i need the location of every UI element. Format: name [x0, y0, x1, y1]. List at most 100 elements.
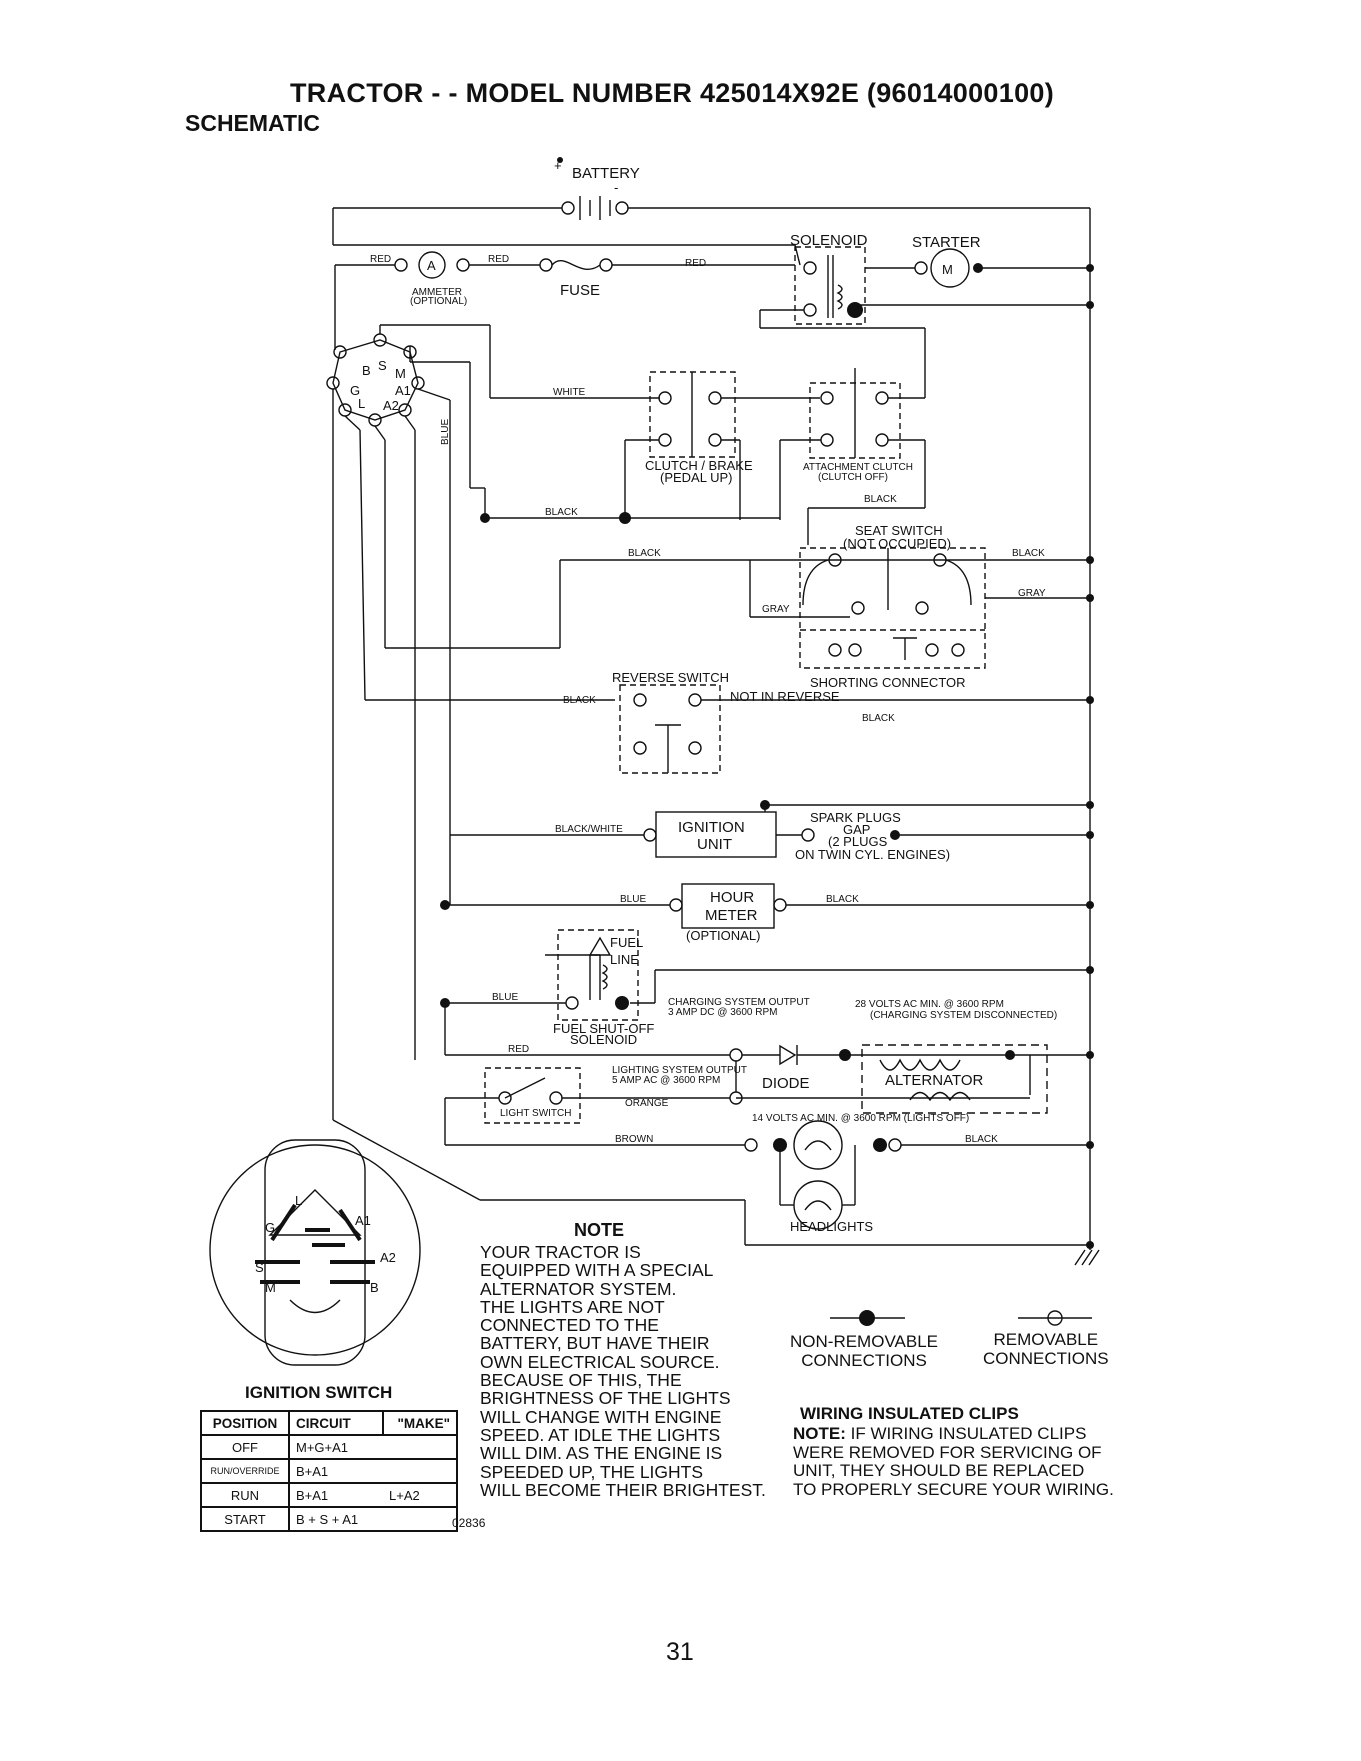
ignition-switch-table: POSITION CIRCUIT "MAKE" OFF M+G+A1 RUN/O… — [200, 1410, 458, 1532]
wire-gray-1: GRAY — [1018, 588, 1046, 599]
headlights — [744, 1120, 1090, 1230]
cell-make: L+A2 — [383, 1482, 458, 1508]
ignition-switch-title: IGNITION SWITCH — [245, 1383, 393, 1402]
clips-title: WIRING INSULATED CLIPS — [800, 1404, 1019, 1423]
shorting-connector-label: SHORTING CONNECTOR — [810, 675, 966, 690]
hour-meter-label-2: METER — [705, 907, 758, 924]
fuel-shutoff-label: FUEL SHUT-OFF — [553, 1021, 654, 1036]
cell-circuit: B + S + A1 — [288, 1506, 458, 1532]
wire-red-4: RED — [508, 1044, 529, 1055]
note-title: NOTE — [574, 1220, 625, 1240]
two-plugs-label: (2 PLUGS — [828, 834, 888, 849]
wire-blue-3: BLUE — [492, 992, 518, 1003]
cell-circuit: B+A1 — [288, 1458, 458, 1484]
charging-disc-label: (CHARGING SYSTEM DISCONNECTED) — [870, 1010, 1057, 1021]
table-header-row: POSITION CIRCUIT "MAKE" — [200, 1410, 458, 1436]
battery-plus: + — [554, 158, 562, 173]
wire-black-6: BLACK — [862, 713, 895, 724]
wire-black-8: BLACK — [965, 1134, 998, 1145]
cell-position: START — [200, 1506, 290, 1532]
wire-white: WHITE — [553, 387, 586, 398]
face-g: G — [265, 1220, 275, 1235]
terminal-a2: A2 — [383, 398, 399, 413]
table-row: OFF M+G+A1 — [200, 1434, 458, 1460]
clips-note-label: NOTE: — [793, 1424, 846, 1443]
line-label: LINE — [610, 952, 639, 967]
wire-black-5: BLACK — [563, 695, 596, 706]
face-a1: A1 — [355, 1213, 371, 1228]
legend-removable: REMOVABLE CONNECTIONS — [983, 1330, 1109, 1368]
terminal-m: M — [395, 366, 406, 381]
clips-body: NOTE: IF WIRING INSULATED CLIPS WERE REM… — [793, 1424, 1173, 1499]
terminal-labels: B S M G L A1 A2 G L A1 A2 S M B — [255, 358, 411, 1295]
solenoid-label: SOLENOID — [790, 232, 868, 249]
charging-system — [444, 1003, 1090, 1114]
seat-switch-sub: (NOT OCCUPIED) — [843, 536, 951, 551]
light-switch — [444, 1067, 745, 1146]
black-wire-lines — [485, 517, 1090, 648]
fuel-label: FUEL — [610, 935, 643, 950]
fuel-shutoff-solenoid — [445, 929, 1090, 1021]
charging-output-label: CHARGING SYSTEM OUTPUT — [668, 997, 810, 1008]
wire-blue-1: BLUE — [440, 419, 451, 445]
wire-blue-2: BLUE — [620, 894, 646, 905]
wire-black-3: BLACK — [628, 548, 661, 559]
terminal-a1: A1 — [395, 383, 411, 398]
spark-plugs-label: SPARK PLUGS — [810, 810, 901, 825]
charging-amp-label: 3 AMP DC @ 3600 RPM — [668, 1007, 777, 1018]
table-row: RUN/OVERRIDE B+A1 — [200, 1458, 458, 1484]
wire-brown: BROWN — [615, 1134, 653, 1145]
lighting-amp-label: 5 AMP AC @ 3600 RPM — [612, 1075, 720, 1086]
seat-switch — [799, 547, 1090, 669]
face-b: B — [370, 1280, 379, 1295]
ammeter-a: A — [427, 258, 436, 273]
not-in-reverse-label: NOT IN REVERSE — [730, 689, 840, 704]
wire-black-2: BLACK — [864, 494, 897, 505]
attachment-clutch-sub: (CLUTCH OFF) — [818, 472, 888, 483]
cell-circuit: B+A1 — [288, 1482, 383, 1508]
attachment-clutch-switch — [779, 368, 926, 545]
component-labels: BATTERY + - SOLENOID STARTER M A AMMETER… — [410, 158, 1057, 1234]
gap-label: GAP — [843, 822, 870, 837]
ignition-switch-terminals — [326, 324, 1090, 1246]
cell-position: RUN/OVERRIDE — [200, 1458, 290, 1484]
wire-black-7: BLACK — [826, 894, 859, 905]
alternator-label: ALTERNATOR — [885, 1072, 984, 1089]
ammeter-label: AMMETER — [412, 287, 462, 298]
lighting-output-label: LIGHTING SYSTEM OUTPUT — [612, 1065, 747, 1076]
wire-black-1: BLACK — [545, 507, 578, 518]
page-title: TRACTOR - - MODEL NUMBER 425014X92E (960… — [290, 78, 1054, 108]
cell-position: OFF — [200, 1434, 290, 1460]
ammeter-fuse-line — [334, 251, 795, 350]
battery-minus: - — [614, 180, 618, 195]
wire-orange: ORANGE — [625, 1098, 669, 1109]
twin-cyl-label: ON TWIN CYL. ENGINES) — [795, 847, 950, 862]
reverse-switch — [619, 684, 1090, 774]
clutch-brake-switch — [624, 371, 820, 520]
ignition-unit-label-2: UNIT — [697, 836, 732, 853]
wire-black-4: BLACK — [1012, 548, 1045, 559]
ignition-switch-face — [209, 1139, 421, 1366]
face-s: S — [255, 1260, 264, 1275]
header-position: POSITION — [200, 1410, 290, 1436]
ammeter-optional: (OPTIONAL) — [410, 296, 467, 307]
battery-label: BATTERY — [572, 165, 640, 182]
wire-gray-2: GRAY — [762, 604, 790, 615]
volts28-label: 28 VOLTS AC MIN. @ 3600 RPM — [855, 999, 1004, 1010]
light-switch-label: LIGHT SWITCH — [500, 1108, 571, 1119]
solenoid-starter — [759, 246, 1090, 398]
ignition-unit — [450, 804, 1090, 858]
volts14-label: 14 VOLTS AC MIN. @ 3600 RPM (LIGHTS OFF) — [752, 1113, 969, 1124]
page-subtitle: SCHEMATIC — [185, 110, 321, 136]
fuel-solenoid-label: SOLENOID — [570, 1032, 637, 1047]
wire-red-3: RED — [685, 258, 706, 269]
headlights-label: HEADLIGHTS — [790, 1219, 873, 1234]
hour-meter — [445, 883, 1090, 929]
clutch-brake-label: CLUTCH / BRAKE — [645, 458, 753, 473]
cell-position: RUN — [200, 1482, 290, 1508]
legend-non-removable: NON-REMOVABLE CONNECTIONS — [790, 1332, 938, 1370]
page-number: 31 — [666, 1638, 694, 1666]
starter-label: STARTER — [912, 234, 981, 251]
face-l: L — [295, 1193, 302, 1208]
